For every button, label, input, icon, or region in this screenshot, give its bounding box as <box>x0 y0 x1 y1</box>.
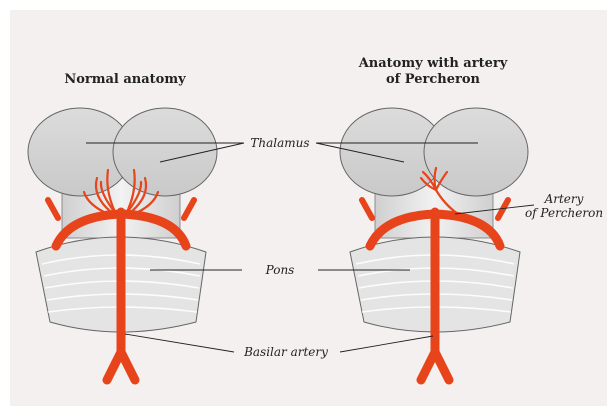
label-artery-line1: Artery <box>520 192 608 206</box>
title-percheron-anatomy: Anatomy with artery of Percheron <box>338 56 528 88</box>
title-percheron-line1: Anatomy with artery <box>338 56 528 72</box>
label-basilar-artery: Basilar artery <box>230 345 342 359</box>
title-normal-anatomy: Normal anatomy <box>40 72 210 88</box>
title-percheron-line2: of Percheron <box>338 72 528 88</box>
label-thalamus: Thalamus <box>244 136 316 150</box>
percheron-anatomy-figure <box>340 108 528 380</box>
normal-anatomy-figure <box>28 108 217 380</box>
thalamus-left-lobe-2 <box>113 108 217 196</box>
label-artery-of-percheron: Artery of Percheron <box>520 192 608 220</box>
label-pons: Pons <box>242 263 318 277</box>
label-artery-line2: of Percheron <box>520 206 608 220</box>
